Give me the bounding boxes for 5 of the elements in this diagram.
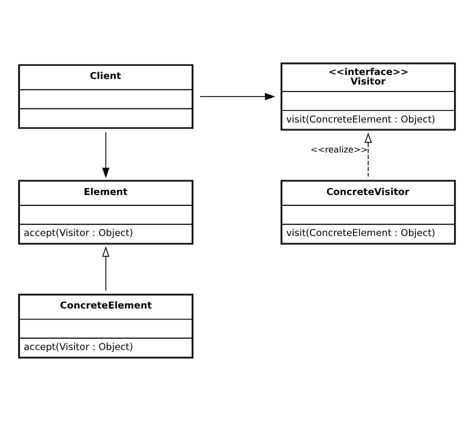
arrow xyxy=(200,92,276,100)
arrow xyxy=(364,132,372,177)
arrow xyxy=(102,132,110,178)
edge-label: <<realize>> xyxy=(310,145,368,156)
arrow xyxy=(102,246,110,292)
